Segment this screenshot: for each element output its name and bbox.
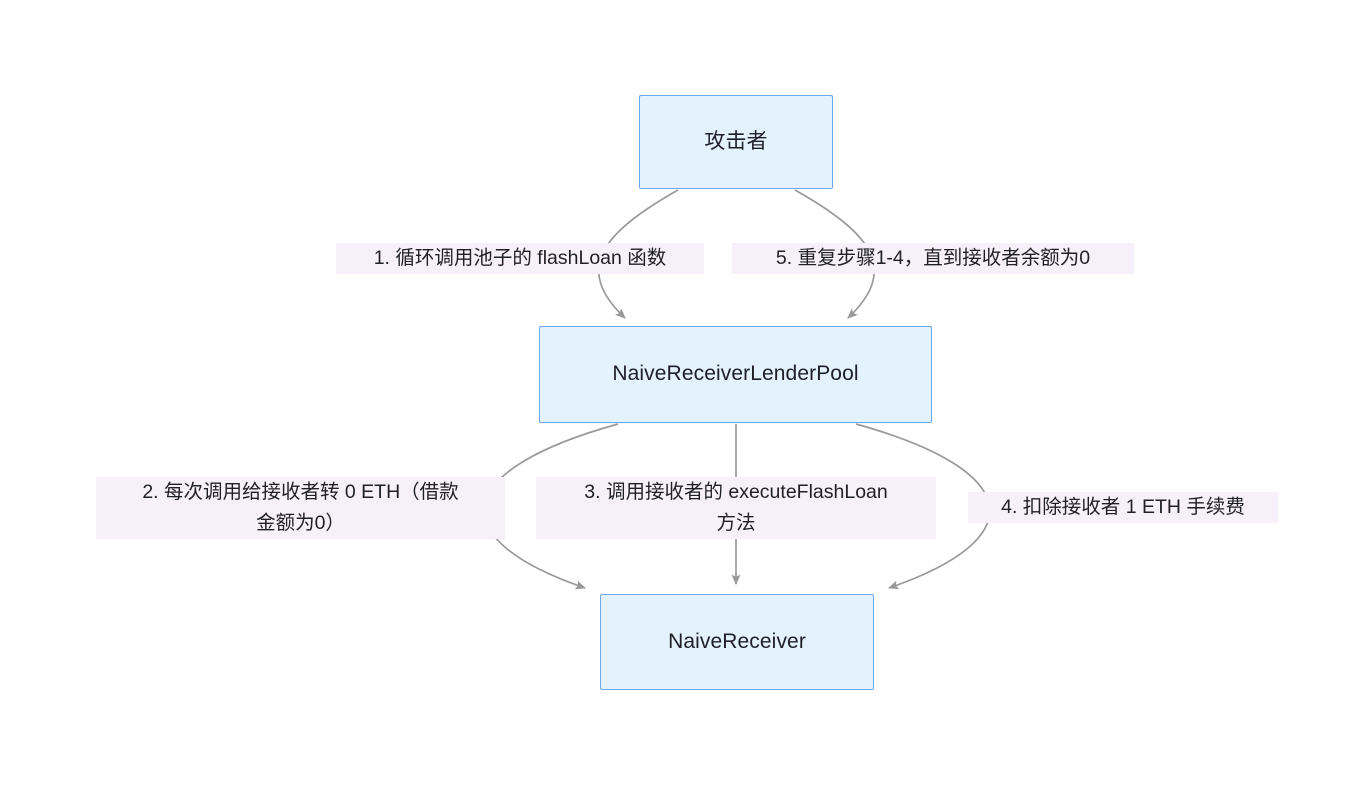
node-attacker[interactable]: 攻击者: [639, 95, 833, 189]
node-attacker-label: 攻击者: [704, 129, 768, 153]
edge-label-step-4: 4. 扣除接收者 1 ETH 手续费: [968, 492, 1278, 523]
node-receiver-label: NaiveReceiver: [668, 629, 806, 653]
node-naive-receiver-lender-pool[interactable]: NaiveReceiverLenderPool: [539, 326, 932, 423]
node-pool-label: NaiveReceiverLenderPool: [612, 362, 859, 386]
node-naive-receiver[interactable]: NaiveReceiver: [600, 594, 874, 690]
edge-label-step-3: 3. 调用接收者的 executeFlashLoan 方法: [536, 477, 936, 539]
edge-label-step-5: 5. 重复步骤1-4，直到接收者余额为0: [732, 243, 1134, 274]
edge-label-step-2: 2. 每次调用给接收者转 0 ETH（借款 金额为0）: [96, 477, 505, 539]
edge-label-step-1: 1. 循环调用池子的 flashLoan 函数: [336, 243, 704, 274]
